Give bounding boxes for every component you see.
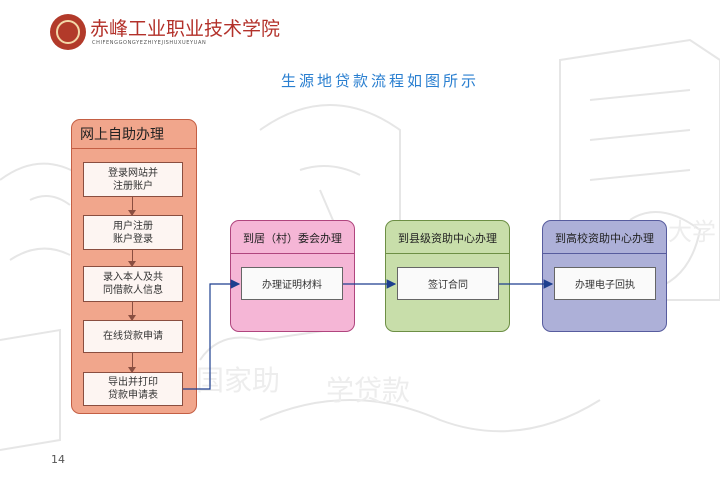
stage-divider — [386, 253, 509, 254]
background-text-2: 学贷款 — [326, 374, 410, 407]
page-number: 14 — [51, 453, 65, 466]
step-register: 登录网站并 注册账户 — [83, 162, 183, 197]
stage-divider — [543, 253, 666, 254]
diagram-title-text: 生源地贷款流程如图所示 — [280, 72, 479, 90]
step-login: 用户注册 账户登录 — [83, 215, 183, 250]
school-logo — [50, 14, 86, 50]
background-text-1: 国家助 — [196, 364, 280, 397]
stage-box-contract: 签订合同 — [397, 267, 499, 300]
step-online-apply: 在线贷款申请 — [83, 320, 183, 353]
step-enter-info: 录入本人及共 同借款人信息 — [83, 266, 183, 302]
arrow-down-icon — [128, 353, 136, 373]
stage-title-county: 到县级资助中心办理 — [398, 232, 497, 245]
school-name: 赤峰工业职业技术学院 — [90, 18, 281, 40]
stage-divider — [231, 253, 354, 254]
arrow-down-icon — [128, 197, 136, 216]
stage-title-university: 到高校资助中心办理 — [555, 232, 654, 245]
arrow-down-icon — [128, 250, 136, 267]
background-text-3: 大学 — [668, 218, 716, 246]
online-panel-title: 网上自助办理 — [80, 127, 164, 143]
step-print-form: 导出并打印 贷款申请表 — [83, 372, 183, 406]
diagram-title: 生源地贷款流程如图所示 — [0, 70, 720, 91]
online-panel-divider — [72, 148, 196, 149]
stage-box-certificate: 办理证明材料 — [241, 267, 343, 300]
arrow-down-icon — [128, 302, 136, 321]
stage-box-receipt: 办理电子回执 — [554, 267, 656, 300]
stage-title-community: 到居（村）委会办理 — [243, 232, 342, 245]
school-pinyin: CHIFENGGONGYEZHIYEJISHUXUEYUAN — [92, 40, 207, 46]
